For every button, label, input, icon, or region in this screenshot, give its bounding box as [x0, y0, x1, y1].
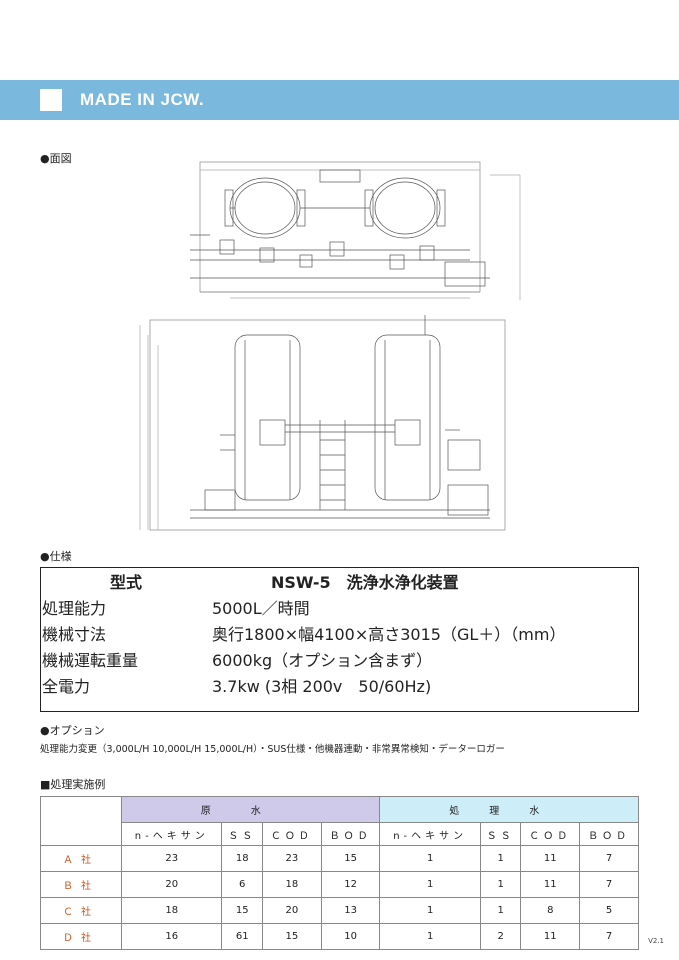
value-cell: 13 — [320, 897, 381, 924]
value-cell: 15 — [261, 923, 322, 950]
spec-value: 5000L／時間 — [212, 599, 310, 618]
drawing-section-title: ●面図 — [40, 152, 72, 165]
spec-value: 奥行1800×幅4100×高さ3015（GL＋）（mm） — [212, 625, 566, 644]
value-cell: 20 — [120, 871, 223, 898]
spec-row: 機械寸法 奥行1800×幅4100×高さ3015（GL＋）（mm） — [41, 620, 638, 646]
column-header: n-ヘキサン — [379, 822, 481, 846]
company-name: Ｂ社 — [40, 871, 122, 898]
corner-cell — [40, 796, 122, 846]
header-banner: MADE IN JCW. — [0, 80, 679, 120]
value-cell: 1 — [379, 897, 481, 924]
spec-section-title: ●仕様 — [40, 550, 72, 563]
spec-label: 全電力 — [42, 677, 91, 696]
value-cell: 1 — [479, 845, 522, 872]
column-header: ＣＯＤ — [261, 822, 322, 846]
spec-value: 3.7kw (3相 200v 50/60Hz) — [212, 677, 432, 696]
example-section-title: ■処理実施例 — [40, 778, 106, 791]
value-cell: 2 — [479, 923, 522, 950]
spec-label: 機械運転重量 — [42, 651, 139, 670]
value-cell: 61 — [221, 923, 263, 950]
column-header: n-ヘキサン — [120, 822, 223, 846]
value-cell: 6 — [221, 871, 263, 898]
company-name: Ｃ社 — [40, 897, 122, 924]
version-label: V2.1 — [648, 937, 664, 945]
value-cell: 20 — [261, 897, 322, 924]
value-cell: 15 — [320, 845, 381, 872]
value-cell: 7 — [579, 923, 639, 950]
value-cell: 11 — [520, 845, 581, 872]
value-cell: 23 — [261, 845, 322, 872]
company-name: Ｄ社 — [40, 923, 122, 950]
example-group-row: 原水 処理水 — [40, 796, 639, 846]
table-row: Ｄ社 16 61 15 10 1 2 11 7 — [40, 923, 639, 950]
column-header: ＳＳ — [221, 822, 263, 846]
spec-header-row: 型式 NSW-5 洗浄水浄化装置 — [41, 568, 638, 594]
company-name: Ａ社 — [40, 845, 122, 872]
value-cell: 18 — [120, 897, 223, 924]
spec-label: 機械寸法 — [42, 625, 107, 644]
value-cell: 10 — [320, 923, 381, 950]
option-text: 処理能力変更（3,000L/H 10,000L/H 15,000L/H）・SUS… — [40, 744, 505, 755]
equipment-drawing — [139, 161, 521, 531]
table-row: Ａ社 23 18 23 15 1 1 11 7 — [40, 845, 639, 872]
column-header: ＢＯＤ — [320, 822, 381, 846]
banner-square-icon — [40, 89, 62, 111]
value-cell: 18 — [221, 845, 263, 872]
value-cell: 11 — [520, 871, 581, 898]
spec-table: 型式 NSW-5 洗浄水浄化装置 処理能力 5000L／時間 機械寸法 奥行18… — [40, 567, 639, 712]
column-header: ＣＯＤ — [520, 822, 581, 846]
spec-row: 処理能力 5000L／時間 — [41, 594, 638, 620]
spec-row: 機械運転重量 6000kg（オプション含まず） — [41, 646, 638, 672]
value-cell: 15 — [221, 897, 263, 924]
spec-label: 処理能力 — [42, 599, 107, 618]
value-cell: 18 — [261, 871, 322, 898]
spec-value: 6000kg（オプション含まず） — [212, 651, 433, 670]
group-raw-water: 原水 — [120, 796, 381, 823]
value-cell: 8 — [520, 897, 581, 924]
value-cell: 11 — [520, 923, 581, 950]
value-cell: 1 — [479, 897, 522, 924]
spec-header-label: 型式 — [109, 573, 142, 592]
value-cell: 1 — [379, 845, 481, 872]
value-cell: 16 — [120, 923, 223, 950]
value-cell: 7 — [579, 845, 639, 872]
option-section-title: ●オプション — [40, 724, 105, 737]
banner-title: MADE IN JCW. — [80, 90, 205, 109]
value-cell: 1 — [379, 871, 481, 898]
table-row: Ｃ社 18 15 20 13 1 1 8 5 — [40, 897, 639, 924]
spec-table-grid: 型式 NSW-5 洗浄水浄化装置 処理能力 5000L／時間 機械寸法 奥行18… — [41, 568, 638, 698]
example-column-row: n-ヘキサン ＳＳ ＣＯＤ ＢＯＤ n-ヘキサン ＳＳ ＣＯＤ ＢＯＤ — [41, 822, 639, 846]
value-cell: 23 — [120, 845, 223, 872]
column-header: ＢＯＤ — [579, 822, 639, 846]
value-cell: 1 — [379, 923, 481, 950]
value-cell: 5 — [579, 897, 639, 924]
value-cell: 12 — [320, 871, 381, 898]
column-header: ＳＳ — [479, 822, 522, 846]
value-cell: 7 — [579, 871, 639, 898]
spec-header-value: NSW-5 洗浄水浄化装置 — [271, 573, 459, 592]
group-treated-water: 処理水 — [379, 796, 639, 823]
table-row: Ｂ社 20 6 18 12 1 1 11 7 — [40, 871, 639, 898]
spec-row: 全電力 3.7kw (3相 200v 50/60Hz) — [41, 672, 638, 698]
value-cell: 1 — [479, 871, 522, 898]
example-table: 原水 処理水 n-ヘキサン ＳＳ ＣＯＤ ＢＯＤ n-ヘキサン ＳＳ ＣＯＤ Ｂ… — [40, 796, 639, 950]
